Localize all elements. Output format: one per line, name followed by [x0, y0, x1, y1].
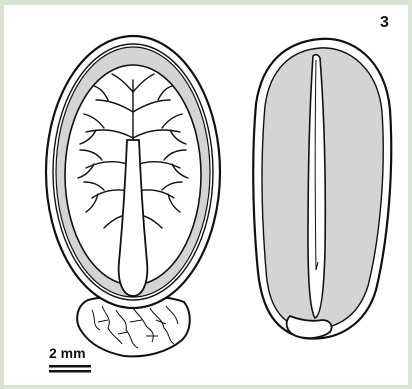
figure-number: 3 [380, 14, 389, 32]
scale-bar-upper-line [49, 365, 91, 368]
scale-bar-lower-line [49, 370, 91, 373]
seed-left-view [46, 36, 220, 356]
embryo-slit [308, 55, 325, 318]
seed-right-view [253, 39, 391, 339]
scale-bar-label: 2 mm [49, 345, 86, 361]
scale-bar [49, 365, 91, 373]
